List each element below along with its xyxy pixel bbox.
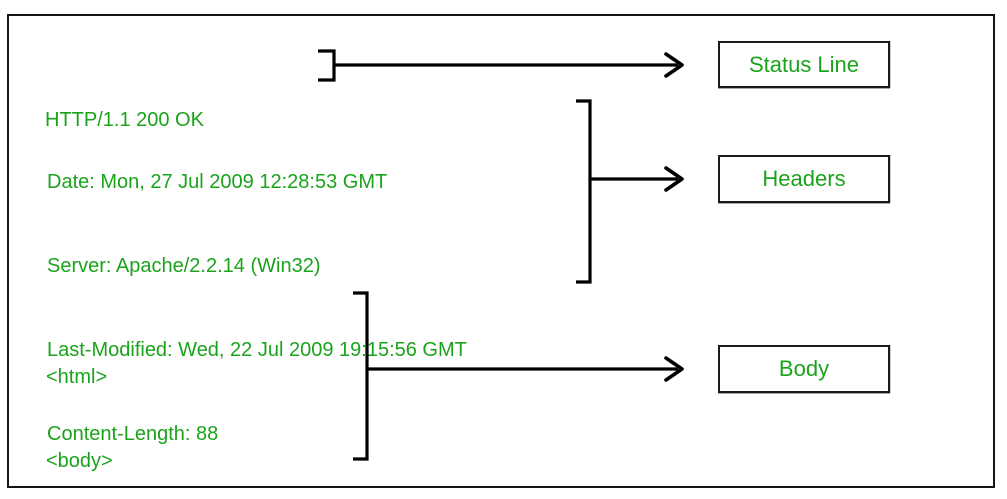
- status-line-label: Status Line: [748, 51, 860, 77]
- headers-label-box: Headers: [718, 155, 890, 203]
- headers-label: Headers: [762, 166, 846, 191]
- header-line-last-modified: Last-Modified: Wed, 22 Jul 2009 19:15:56…: [47, 339, 467, 361]
- body-label-box: Body: [718, 345, 890, 393]
- diagram-frame: [7, 14, 995, 488]
- header-line-server: Server: Apache/2.2.14 (Win32): [47, 255, 321, 277]
- body-line-html-open: <html>: [46, 366, 108, 388]
- status-line-value: HTTP/1.1 200 OK: [45, 109, 204, 131]
- header-line-date: Date: Mon, 27 Jul 2009 12:28:53 GMT: [47, 171, 388, 193]
- body-line-body-open: <body>: [46, 450, 113, 472]
- headers-text-block: Date: Mon, 27 Jul 2009 12:28:53 GMT Serv…: [47, 112, 467, 499]
- body-text-block: <html> <body> <h1>Hello, World!</h1> </b…: [46, 307, 257, 499]
- header-line-content-length: Content-Length: 88: [47, 423, 219, 445]
- status-line-label-box: Status Line: [718, 41, 890, 88]
- body-label: Body: [778, 356, 830, 381]
- status-line-text: HTTP/1.1 200 OK: [45, 55, 204, 185]
